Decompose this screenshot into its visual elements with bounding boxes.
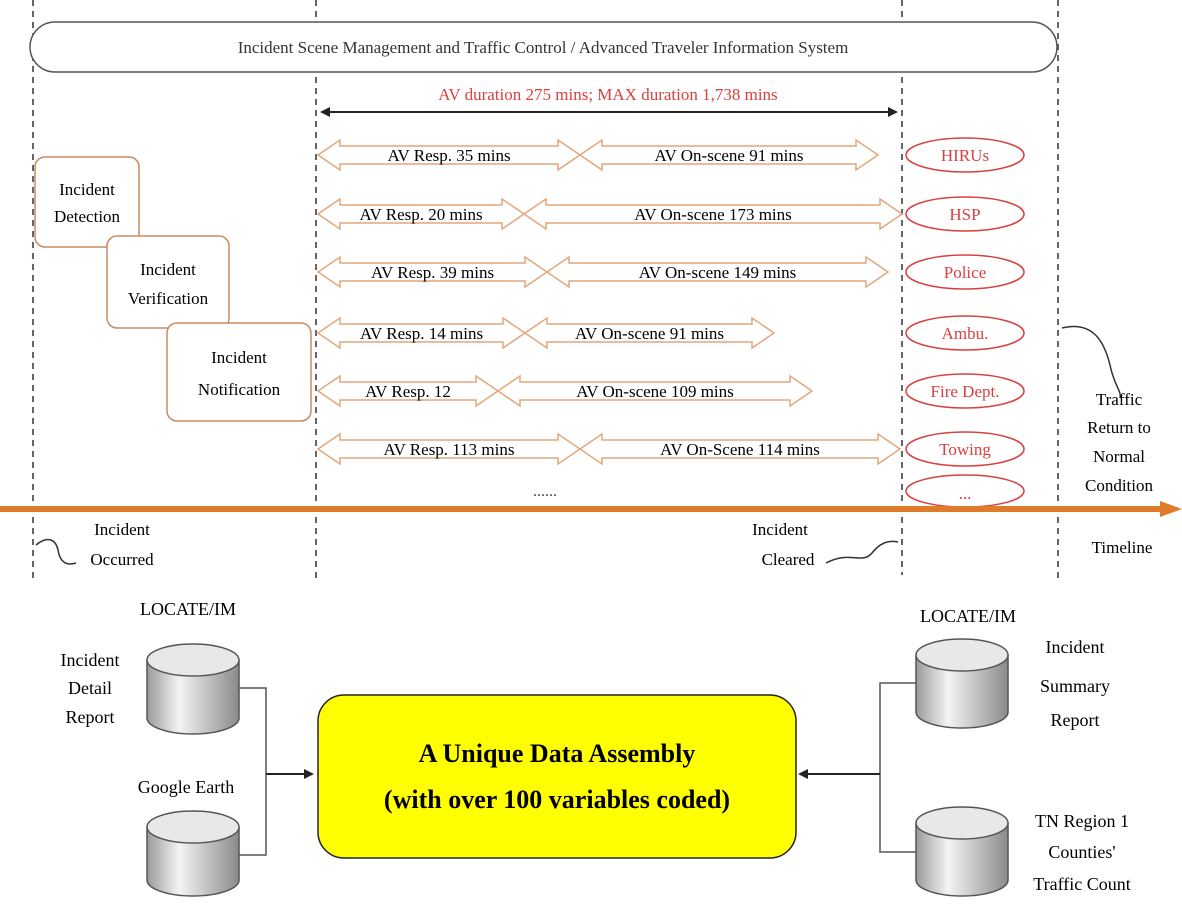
timeline-arrow bbox=[0, 501, 1182, 517]
locate-right-label: LOCATE/IM bbox=[920, 606, 1016, 626]
responder-row: AV Resp. 39 mins AV On-scene 149 mins Poli… bbox=[316, 254, 1025, 290]
response-label: AV Resp. 39 mins bbox=[371, 263, 494, 282]
onscene-arrow bbox=[496, 374, 814, 408]
agency-ellipse bbox=[905, 373, 1025, 409]
agency-ellipse bbox=[905, 315, 1025, 351]
banner-box bbox=[29, 21, 1058, 73]
event-label: Return to bbox=[1087, 418, 1151, 437]
source-label: Traffic Count bbox=[1033, 874, 1131, 894]
responder-rows: AV Resp. 35 mins AV On-scene 91 mins HIRUs… bbox=[316, 137, 1025, 467]
response-label: AV Resp. 12 bbox=[365, 382, 451, 401]
agency-label: Ambu. bbox=[942, 324, 989, 343]
responder-row: AV Resp. 35 mins AV On-scene 91 mins HIRUs bbox=[316, 137, 1025, 173]
data-sources-left: LOCATE/IM Incident Detail Report Google … bbox=[61, 599, 314, 897]
source-label: Detail bbox=[68, 678, 112, 698]
database-icon bbox=[915, 638, 1009, 729]
timeline-label: Timeline bbox=[1092, 538, 1153, 557]
google-earth-label: Google Earth bbox=[138, 777, 234, 797]
responder-row: AV Resp. 14 mins AV On-scene 91 mins Ambu. bbox=[316, 315, 1025, 351]
event-label: Cleared bbox=[762, 550, 815, 569]
more-agencies: ... bbox=[959, 484, 972, 503]
event-label: Traffic bbox=[1096, 390, 1143, 409]
banner-text: Incident Scene Management and Traffic Co… bbox=[238, 38, 849, 57]
assembly-title: A Unique Data Assembly bbox=[419, 739, 696, 768]
onscene-label: AV On-scene 109 mins bbox=[576, 382, 734, 401]
agency-label: Towing bbox=[939, 440, 991, 459]
onscene-label: AV On-scene 149 mins bbox=[639, 263, 797, 282]
database-icon bbox=[146, 643, 240, 735]
responder-row: AV Resp. 113 mins AV On-Scene 114 mins Tow… bbox=[316, 431, 1025, 467]
database-icon bbox=[915, 806, 1009, 897]
locate-left-label: LOCATE/IM bbox=[140, 599, 236, 619]
event-cleared: Incident Cleared bbox=[752, 520, 899, 569]
event-label: Condition bbox=[1085, 476, 1154, 495]
more-responders: ...... bbox=[533, 483, 557, 500]
data-sources-right: LOCATE/IM Incident Summary Report TN Reg… bbox=[798, 606, 1131, 897]
source-label: Report bbox=[1051, 710, 1100, 730]
event-label: Normal bbox=[1093, 447, 1145, 466]
source-label: Summary bbox=[1040, 676, 1110, 696]
event-label: Occurred bbox=[90, 550, 154, 569]
responder-row: AV Resp. 12 AV On-scene 109 mins Fire Dept… bbox=[316, 373, 1025, 409]
agency-ellipse bbox=[905, 137, 1025, 173]
onscene-label: AV On-scene 173 mins bbox=[634, 205, 792, 224]
phase-label: Notification bbox=[198, 380, 281, 399]
source-label: Report bbox=[66, 707, 115, 727]
phase-label: Detection bbox=[54, 207, 121, 226]
source-label: Incident bbox=[1046, 637, 1105, 657]
agency-label: Fire Dept. bbox=[931, 382, 1000, 401]
event-label: Incident bbox=[94, 520, 150, 539]
connector bbox=[239, 687, 267, 856]
data-assembly: A Unique Data Assembly (with over 100 va… bbox=[317, 694, 797, 859]
agency-ellipse bbox=[905, 254, 1025, 290]
phase-notification: Incident Notification bbox=[166, 322, 312, 422]
agency-ellipse bbox=[905, 431, 1025, 467]
agency-label: HIRUs bbox=[941, 146, 989, 165]
phase-label: Incident bbox=[59, 180, 115, 199]
phase-dividers bbox=[32, 0, 1059, 580]
phase-label: Verification bbox=[128, 289, 209, 308]
phase-verification: Incident Verification bbox=[106, 235, 230, 329]
onscene-arrow bbox=[522, 197, 904, 231]
event-occurred: Incident Occurred bbox=[35, 520, 154, 569]
database-icon bbox=[146, 810, 240, 897]
responder-row: AV Resp. 20 mins AV On-scene 173 mins HSP bbox=[316, 196, 1025, 232]
source-label: Incident bbox=[61, 650, 120, 670]
phase-detection: Incident Detection bbox=[34, 156, 140, 248]
source-label: TN Region 1 bbox=[1035, 811, 1129, 831]
onscene-arrow bbox=[578, 138, 880, 172]
onscene-label: AV On-Scene 114 mins bbox=[660, 440, 820, 459]
response-label: AV Resp. 14 mins bbox=[360, 324, 483, 343]
duration-label: AV duration 275 mins; MAX duration 1,738… bbox=[438, 85, 777, 104]
agency-label: Police bbox=[944, 263, 987, 282]
onscene-label: AV On-scene 91 mins bbox=[654, 146, 803, 165]
phase-label: Incident bbox=[211, 348, 267, 367]
onscene-label: AV On-scene 91 mins bbox=[575, 324, 724, 343]
agency-ellipse bbox=[905, 196, 1025, 232]
event-label: Incident bbox=[752, 520, 808, 539]
phase-label: Incident bbox=[140, 260, 196, 279]
response-label: AV Resp. 35 mins bbox=[387, 146, 510, 165]
assembly-box bbox=[317, 694, 797, 859]
onscene-arrow bbox=[545, 255, 890, 289]
onscene-arrow bbox=[578, 432, 902, 466]
agency-label: HSP bbox=[949, 205, 980, 224]
onscene-arrow bbox=[523, 316, 776, 350]
source-label: Counties' bbox=[1048, 842, 1115, 862]
assembly-subtitle: (with over 100 variables coded) bbox=[384, 785, 730, 814]
event-normal: Traffic Return to Normal Condition bbox=[1061, 325, 1154, 495]
response-label: AV Resp. 20 mins bbox=[359, 205, 482, 224]
response-label: AV Resp. 113 mins bbox=[384, 440, 515, 459]
connector bbox=[879, 682, 916, 853]
